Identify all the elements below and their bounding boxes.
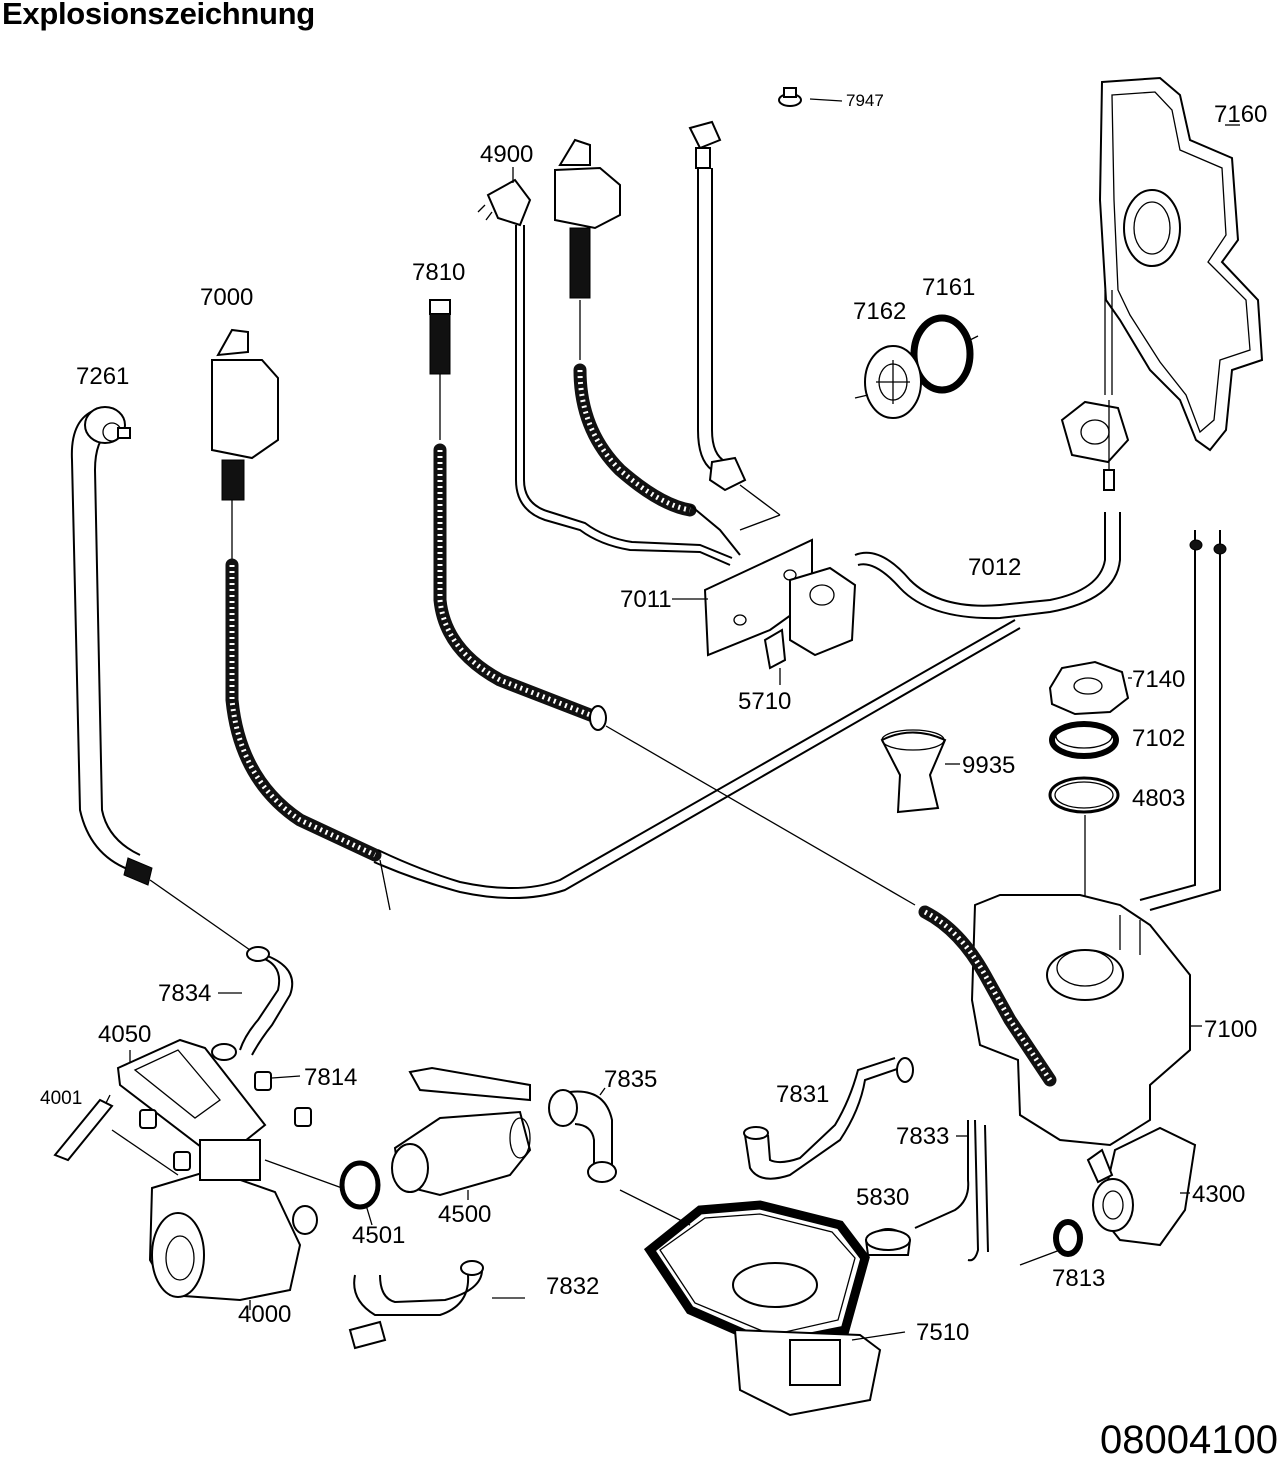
part-7810-drain-hose	[429, 299, 916, 906]
part-label-7810: 7810	[412, 259, 465, 286]
part-7835-elbow	[548, 1087, 617, 1183]
part-label-9935: 9935	[962, 752, 1015, 779]
part-7011-5710-valve	[672, 538, 857, 685]
part-label-7814: 7814	[304, 1064, 357, 1091]
part-4300-pump	[1086, 1126, 1197, 1247]
part-label-7161: 7161	[922, 274, 975, 301]
part-label-4001: 4001	[40, 1088, 82, 1109]
part-label-7012: 7012	[968, 554, 1021, 581]
part-7160-panel	[1098, 76, 1264, 452]
part-label-7000: 7000	[200, 284, 253, 311]
diagram-title: Explosionszeichnung	[2, 0, 315, 31]
part-label-4900: 4900	[480, 141, 533, 168]
part-7834-hose	[211, 946, 294, 1061]
part-labels: 7947 7160 4900 7810 7000 7261 7161 7162 …	[40, 91, 1267, 1346]
part-label-7510: 7510	[916, 1319, 969, 1346]
part-7140-7102-4803-cap-rings	[1048, 660, 1132, 925]
part-7000-aquastop-hose	[211, 328, 1021, 911]
part-4000-circulation-pump	[148, 1139, 376, 1310]
part-7012-hose	[854, 400, 1130, 620]
part-label-7140: 7140	[1132, 666, 1185, 693]
part-inlet-hose	[688, 120, 781, 531]
part-4050-bracket	[116, 1038, 267, 1152]
part-label-7160: 7160	[1214, 101, 1267, 128]
part-4500-4501-heater	[339, 1066, 532, 1226]
part-aquastop-block-upper	[554, 138, 741, 556]
part-label-7813: 7813	[1052, 1265, 1105, 1292]
part-label-7947: 7947	[846, 91, 884, 110]
part-7100-tank	[918, 530, 1227, 1147]
document-number: 08004100	[1100, 1418, 1278, 1462]
part-9935-funnel	[880, 729, 960, 814]
part-4001-sensor	[53, 1094, 179, 1176]
part-label-7162: 7162	[853, 298, 906, 325]
part-label-4050: 4050	[98, 1021, 151, 1048]
part-label-5830: 5830	[856, 1184, 909, 1211]
part-7831-hose	[743, 1057, 914, 1180]
part-4900-plug	[477, 167, 733, 566]
part-label-7833: 7833	[896, 1123, 949, 1150]
part-label-7102: 7102	[1132, 725, 1185, 752]
part-label-4501: 4501	[352, 1222, 405, 1249]
part-label-4500: 4500	[438, 1201, 491, 1228]
part-7814-clips	[139, 1071, 312, 1171]
part-label-7011: 7011	[620, 586, 672, 613]
part-7261-elbow-hose	[70, 406, 251, 951]
part-5830-7833-sensor	[864, 1119, 989, 1262]
part-label-7834: 7834	[158, 980, 211, 1007]
part-7813-ring	[1019, 1219, 1083, 1266]
part-label-7100: 7100	[1204, 1016, 1257, 1043]
part-7510-sump	[619, 1189, 906, 1417]
part-label-4000: 4000	[238, 1301, 291, 1328]
part-label-5710: 5710	[738, 688, 791, 715]
part-label-7261: 7261	[76, 363, 129, 390]
part-7947-nut	[778, 87, 843, 107]
part-label-7832: 7832	[546, 1273, 599, 1300]
part-7832-hose	[348, 1260, 525, 1350]
part-label-7835: 7835	[604, 1066, 657, 1093]
part-7161-7162-seals	[854, 314, 979, 419]
part-label-4300: 4300	[1192, 1181, 1245, 1208]
part-label-4803: 4803	[1132, 785, 1185, 812]
part-label-7831: 7831	[776, 1081, 829, 1108]
